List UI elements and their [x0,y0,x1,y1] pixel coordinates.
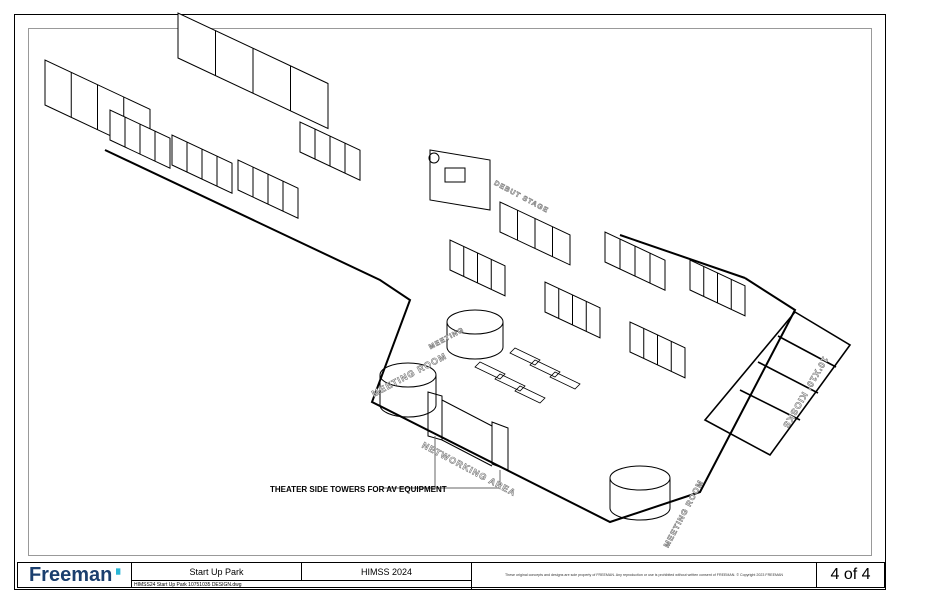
copyright-disclaimer: These original concepts and designs are … [472,563,817,587]
meeting-pods [379,309,671,521]
seat-row [509,347,541,366]
drawing-sheet [14,14,886,590]
seat-row [474,361,506,380]
seat-row [549,371,581,390]
page-number: 4 of 4 [830,566,871,583]
floor-outline [104,149,797,524]
freeman-logo: Freeman▝ [18,563,132,587]
kiosk-grid [703,310,852,457]
seat-row [514,385,546,404]
av-towers [382,391,509,489]
stage [428,149,491,211]
theater-seating [474,347,581,404]
project-name: Start Up Park [132,563,302,580]
title-block: Freeman▝ Start Up Park HIMSS 2024 HIMSS2… [17,562,885,589]
seat-row [494,373,526,392]
file-name: HIMSS24 Start Up Park 10751035 DESIGN.dw… [132,580,472,589]
av-towers-callout: THEATER SIDE TOWERS FOR AV EQUIPMENT [270,485,447,494]
seat-row [529,359,561,378]
show-name: HIMSS 2024 [302,563,472,580]
drawing-frame [28,28,872,556]
booth-cubicles [44,12,746,379]
